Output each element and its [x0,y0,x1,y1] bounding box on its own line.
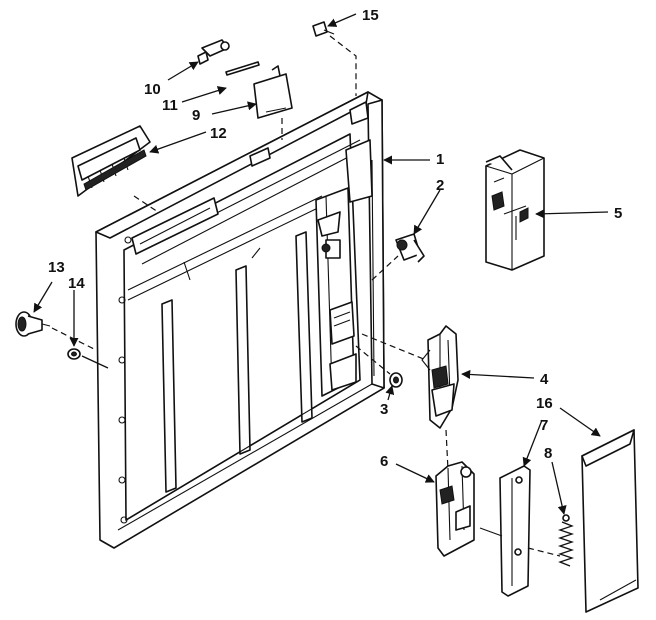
assembly-line-4-6 [445,429,449,471]
handle-12 [71,125,151,197]
callout-4: 4 [540,371,549,388]
callout-11: 11 [162,97,178,114]
cover-9 [253,65,293,119]
callout-10: 10 [144,81,161,98]
washer-14 [67,348,81,360]
callout-7: 7 [540,417,548,434]
arrow-3 [385,385,395,401]
callout-8: 8 [544,445,552,462]
arrow-13 [33,281,53,313]
callout-16: 16 [536,395,553,412]
lever-6 [435,461,475,557]
assembly-line-2 [371,255,399,281]
callout-5: 5 [614,205,622,222]
inner-door-panel [95,91,385,549]
arrow-5 [535,209,609,219]
assembly-line-3 [355,345,391,375]
screw-10 [197,51,209,65]
screw-15 [312,21,335,37]
slide-bar-7 [479,465,531,597]
callout-15: 15 [362,7,379,24]
assembly-line-12 [133,195,159,213]
arrow-6 [395,463,435,483]
bracket-10 [201,39,230,57]
callout-9: 9 [192,107,200,124]
arrow-8 [551,461,567,515]
arrow-9 [211,101,257,115]
arrow-16 [559,407,601,437]
assembly-line-4 [361,333,427,361]
arrow-4 [461,369,535,379]
knob-13 [15,311,51,337]
callout-2: 2 [436,177,444,194]
callout-labels: 15 10 11 9 12 1 2 5 4 3 6 7 8 16 13 14 [48,7,622,470]
latch-housing-5 [485,149,545,271]
callout-arrows [33,13,609,515]
assembly-line-8 [527,547,561,557]
assembly-line-14 [81,355,109,369]
callout-3: 3 [380,401,388,418]
arrow-11 [181,86,227,103]
callout-13: 13 [48,259,65,276]
arrow-7 [522,419,543,467]
grommet-3 [389,372,403,388]
assembly-line-15 [329,35,357,96]
cover-panel-16 [581,429,639,613]
spring-8 [527,514,575,567]
latch-mechanism-4 [421,325,459,429]
switch-2 [395,233,425,263]
callout-14: 14 [68,275,85,292]
callout-6: 6 [380,453,388,470]
arrow-10 [167,61,199,81]
arrow-2 [413,189,441,235]
arrow-12 [149,131,207,154]
callout-1: 1 [436,151,444,168]
pin-11 [225,61,260,76]
callout-12: 12 [210,125,227,142]
arrow-15 [327,13,357,27]
